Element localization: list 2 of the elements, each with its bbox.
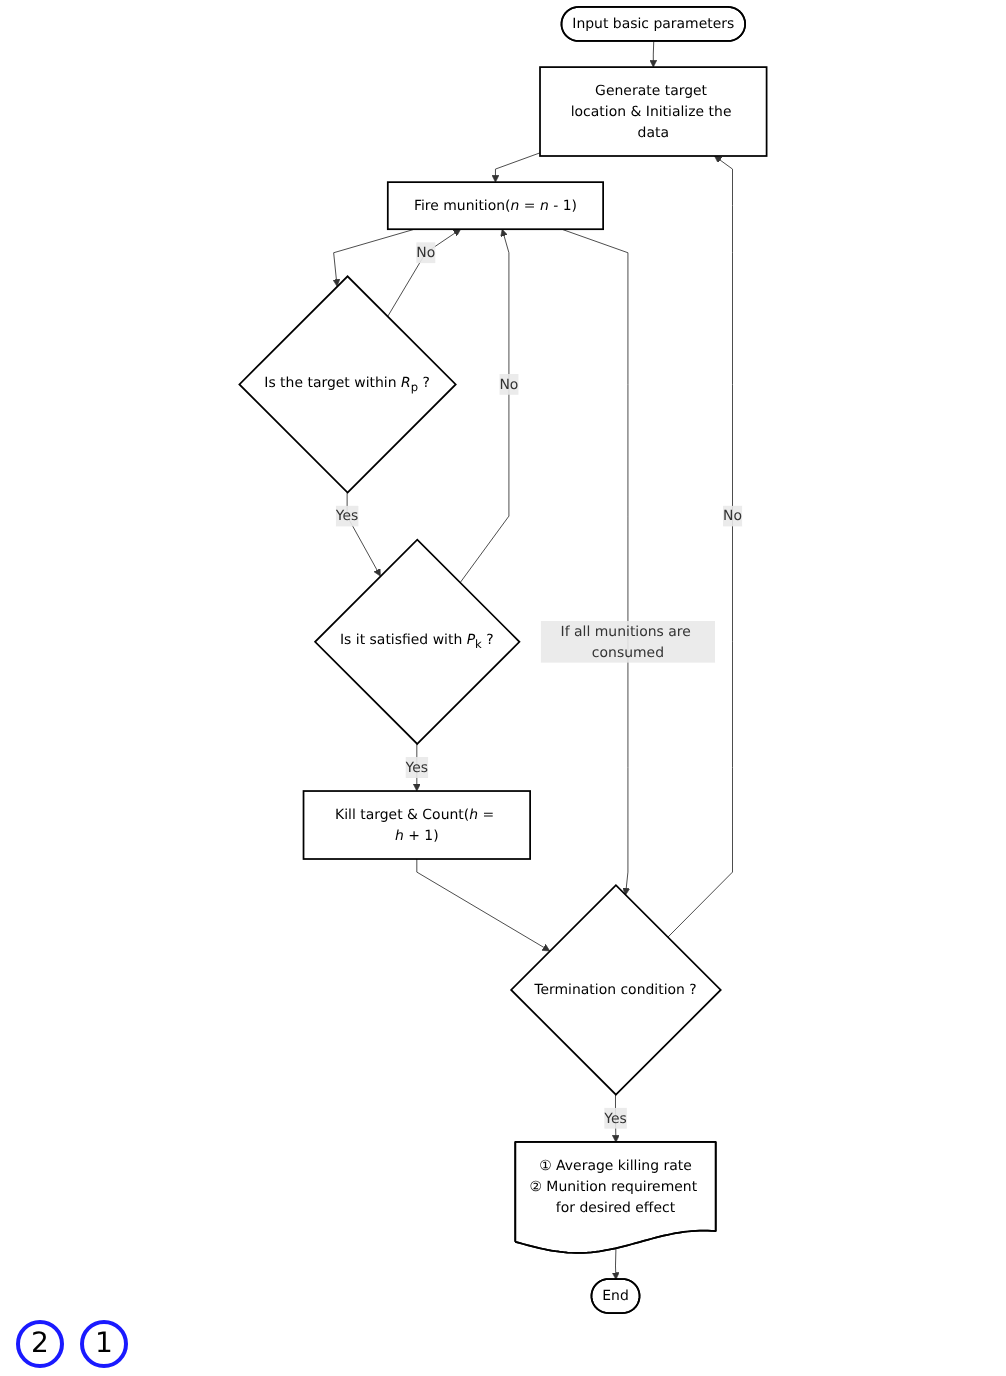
callout-number: 1 [80,1320,128,1368]
callout-number: 2 [16,1320,64,1368]
